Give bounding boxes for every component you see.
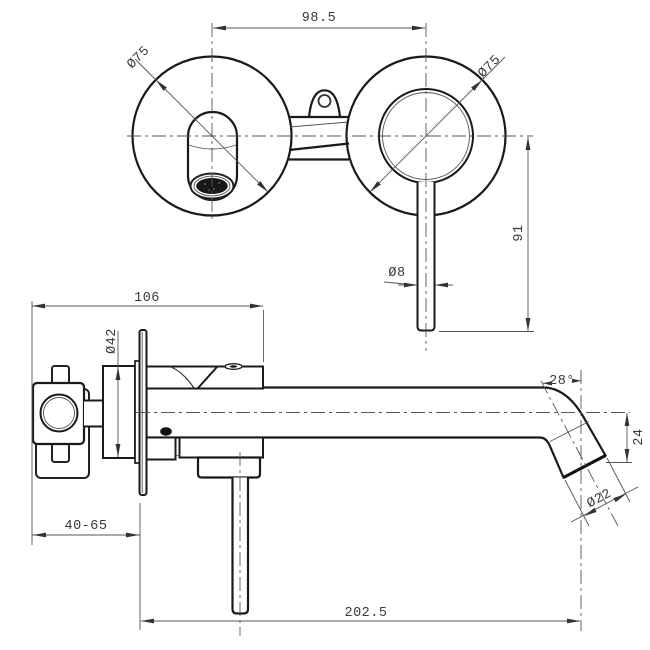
valve-port-circle-inner xyxy=(43,397,75,429)
mounting-lug xyxy=(307,89,342,118)
dim-projection-width: 106 xyxy=(134,291,160,306)
dimension-graphics xyxy=(31,25,639,630)
dim-outlet-drop: 24 xyxy=(632,428,647,445)
valve-tab-top xyxy=(51,365,70,385)
dim-left-escutcheon-diameter: Ø75 xyxy=(125,44,154,73)
dim-handle-drop: 91 xyxy=(512,224,527,241)
side-view xyxy=(31,329,608,615)
cartridge-housing-top xyxy=(145,363,264,390)
dim-spout-tube-diameter: Ø22 xyxy=(585,487,615,512)
spout-outlet-face xyxy=(562,454,607,479)
handle-assembly-side xyxy=(145,436,264,615)
dim-handle-rod-diameter: Ø8 xyxy=(388,266,405,281)
handle-hub xyxy=(196,456,262,479)
spout-joint-line xyxy=(549,421,590,442)
valve-port-circle xyxy=(39,393,79,433)
housing-bottom-left xyxy=(145,436,177,461)
dim-spout-reach: 202.5 xyxy=(344,606,387,621)
valve-tab-bottom xyxy=(51,442,70,463)
dim-spout-angle: 28° xyxy=(549,374,575,389)
housing-bottom-right xyxy=(178,436,264,459)
supply-connection xyxy=(84,399,104,428)
dim-center-distance: 98.5 xyxy=(302,11,336,26)
set-screw xyxy=(160,427,172,436)
front-view xyxy=(131,55,507,332)
mounting-lug-hole xyxy=(317,94,332,108)
valve-cartridge-body-front xyxy=(288,89,350,161)
dim-trim-ring-diameter: Ø42 xyxy=(105,328,120,354)
trim-sleeve xyxy=(102,365,136,459)
dim-wall-depth-range: 40-65 xyxy=(64,519,107,534)
dimension-labels: 98.5 Ø75 Ø75 91 Ø8 106 Ø42 40-65 202.5 2… xyxy=(64,11,647,621)
